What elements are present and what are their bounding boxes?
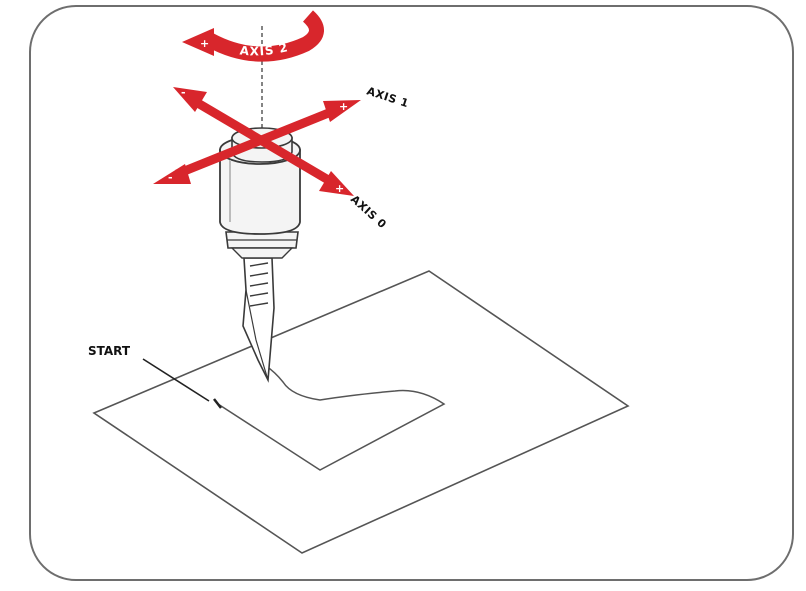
axis1-minus-sign: - — [168, 171, 173, 184]
axis0-plus-sign: + — [335, 182, 344, 195]
axis2-plus-sign: + — [200, 37, 209, 50]
axis1-plus-sign: + — [339, 100, 348, 113]
axis0-minus-sign: - — [181, 86, 186, 99]
start-label: START — [88, 344, 131, 358]
